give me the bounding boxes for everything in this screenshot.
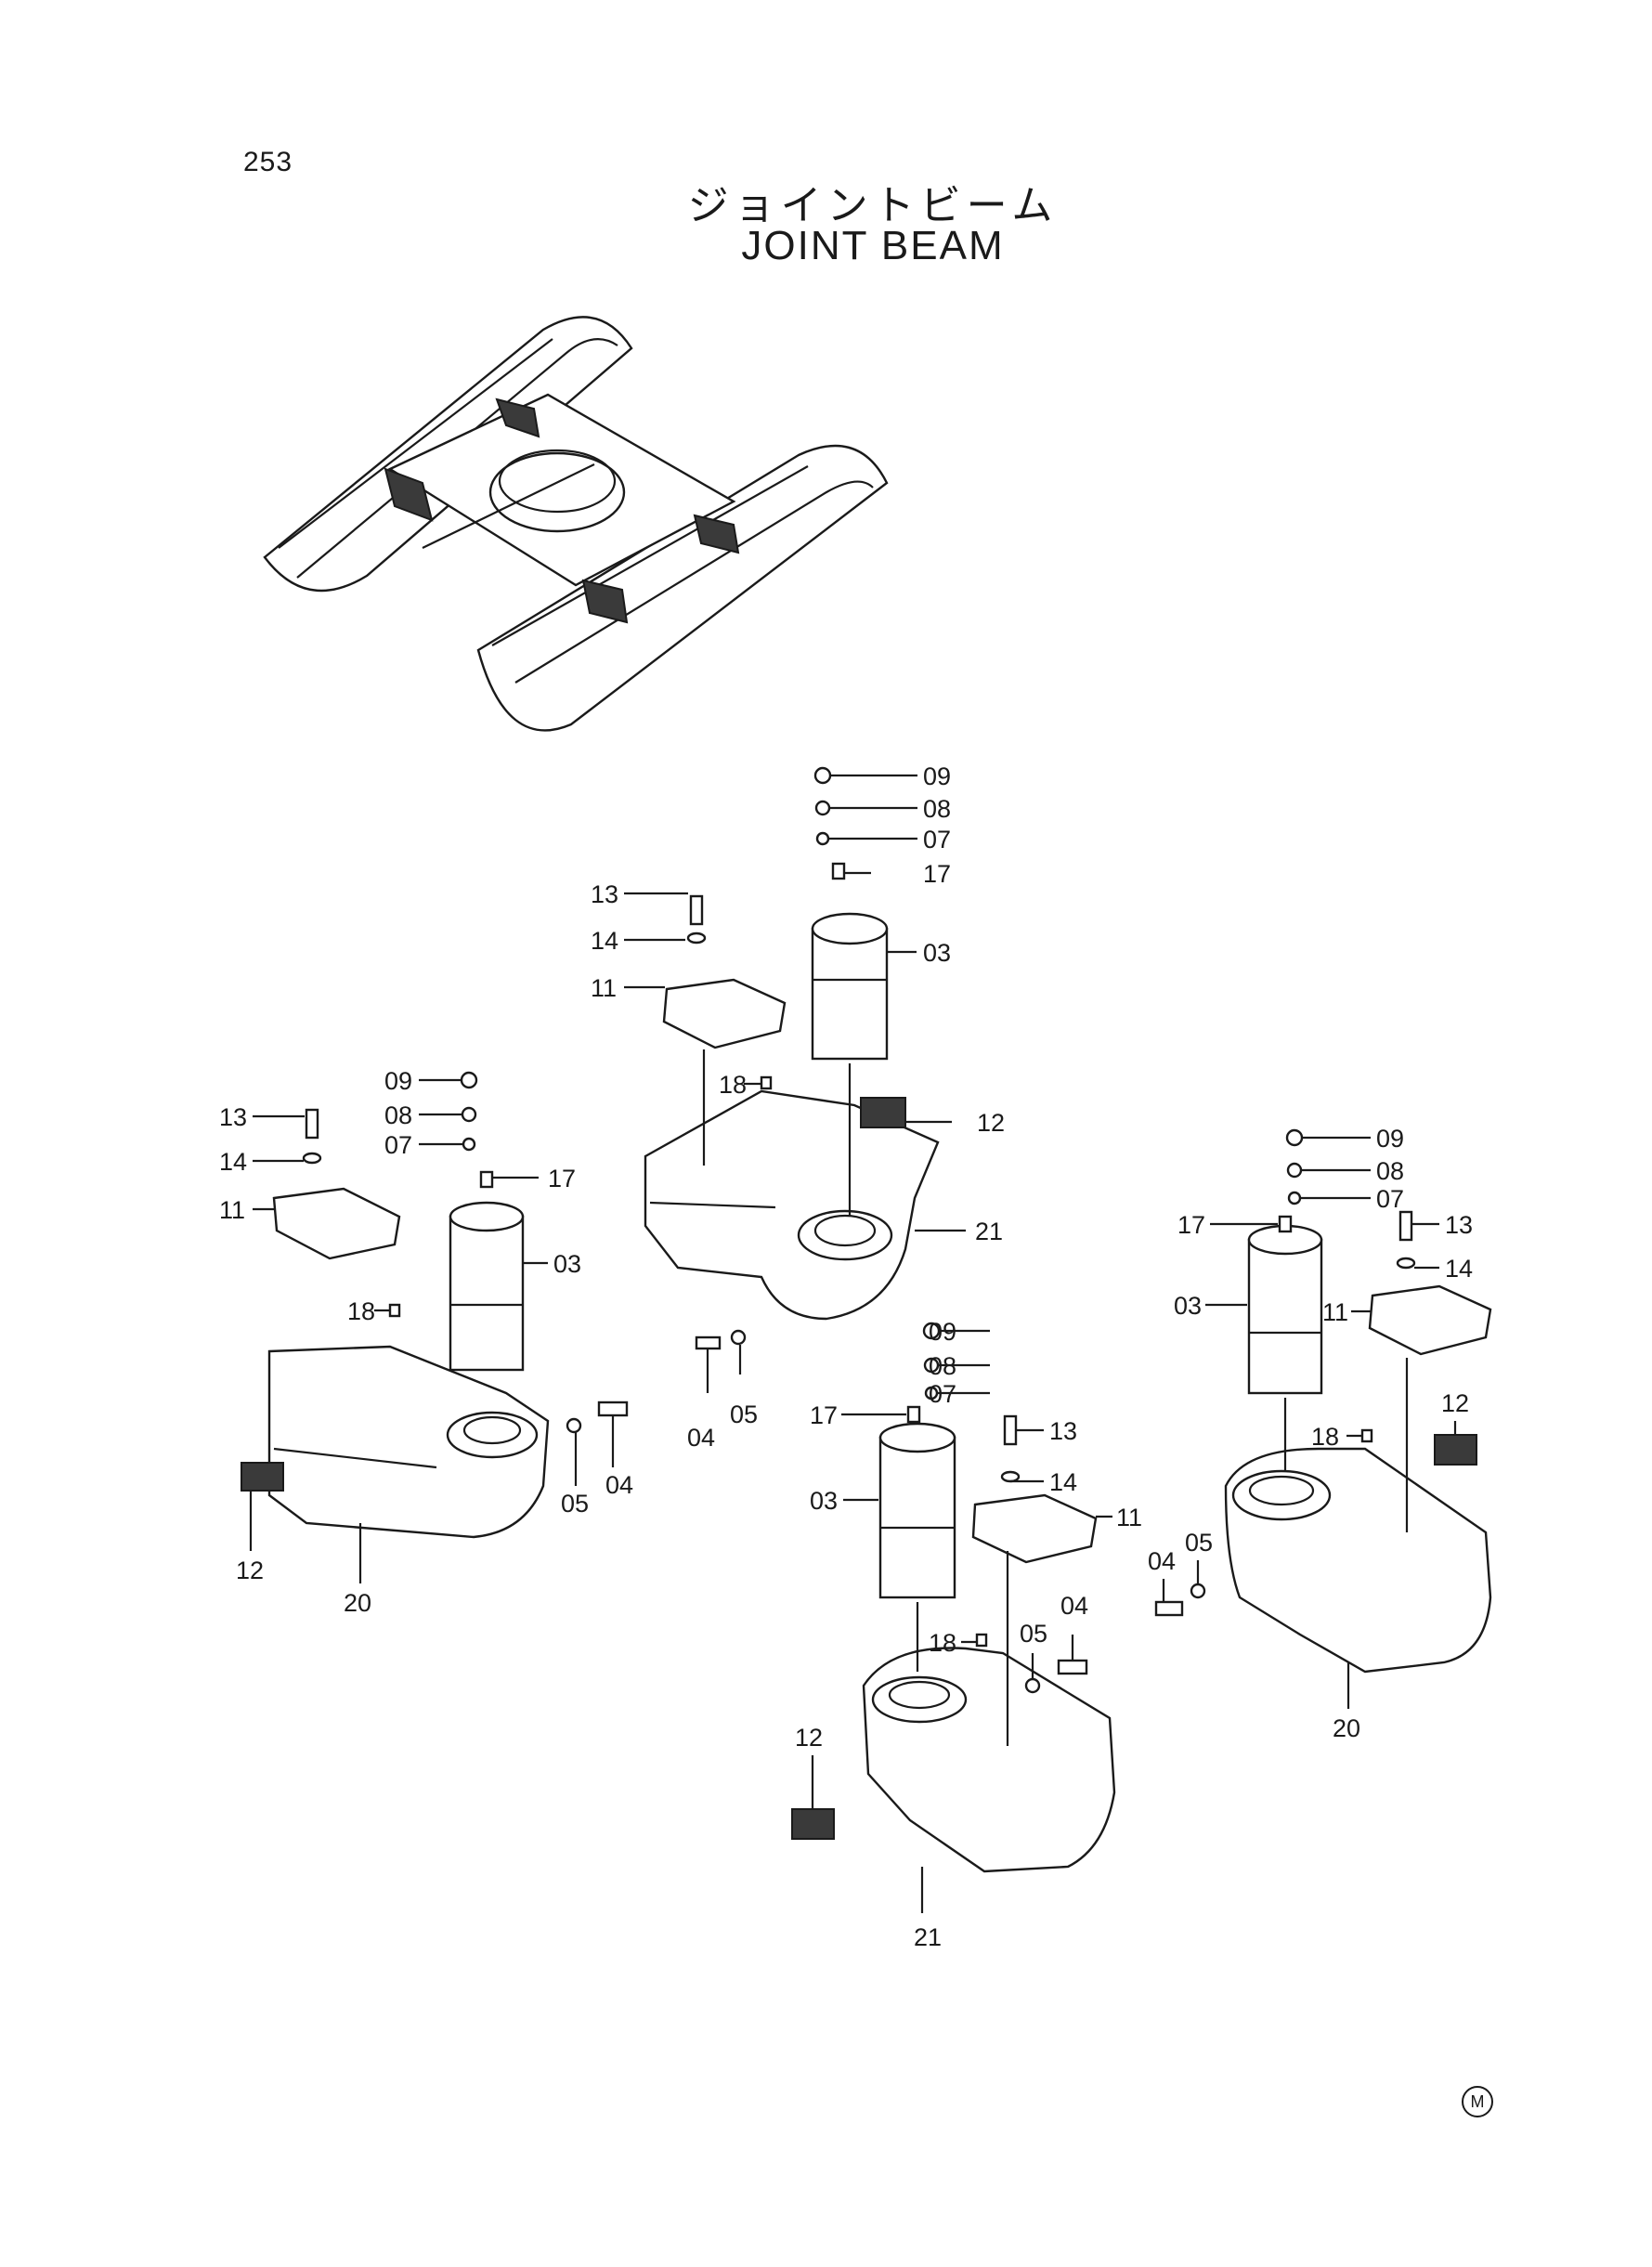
callout-label: 07 bbox=[384, 1131, 412, 1159]
callout-label: 11 bbox=[591, 974, 617, 1002]
callout-label: 18 bbox=[1311, 1423, 1339, 1451]
callout-label: 13 bbox=[1049, 1417, 1077, 1445]
callout-label: 08 bbox=[1376, 1157, 1404, 1185]
joint-beam-assembly-2: 09 08 07 13 14 11 17 03 18 12 20 05 04 bbox=[219, 1067, 633, 1617]
callout-label: 13 bbox=[219, 1103, 247, 1131]
callout-label: 04 bbox=[1148, 1547, 1176, 1575]
callout-label: 05 bbox=[561, 1490, 589, 1518]
undercarriage-overview-illustration bbox=[263, 316, 889, 732]
callout-label: 17 bbox=[1177, 1211, 1205, 1239]
callout-label: 18 bbox=[347, 1297, 375, 1325]
page-title-english: JOINT BEAM bbox=[741, 223, 1005, 268]
callout-label: 11 bbox=[1116, 1504, 1142, 1531]
manufacturer-mark: M bbox=[1462, 2086, 1493, 2117]
callout-label: 07 bbox=[929, 1380, 956, 1408]
callout-label: 09 bbox=[923, 762, 951, 790]
callout-label: 08 bbox=[929, 1352, 956, 1380]
callout-label: 12 bbox=[236, 1557, 264, 1584]
callout-label: 07 bbox=[1376, 1185, 1404, 1213]
callout-label: 18 bbox=[929, 1629, 956, 1657]
callout-label: 11 bbox=[1322, 1298, 1348, 1326]
page-title-japanese: ジョイントビーム bbox=[687, 182, 1059, 229]
callout-label: 12 bbox=[977, 1109, 1005, 1137]
callout-label: 14 bbox=[1049, 1468, 1077, 1496]
callout-label: 03 bbox=[923, 939, 951, 967]
callout-label: 05 bbox=[730, 1401, 758, 1428]
callout-label: 13 bbox=[1445, 1211, 1473, 1239]
callout-label: 08 bbox=[384, 1101, 412, 1129]
callout-label: 20 bbox=[1333, 1714, 1360, 1742]
callout-label: 12 bbox=[1441, 1389, 1469, 1417]
callout-label: 04 bbox=[605, 1471, 633, 1499]
callout-label: 17 bbox=[548, 1165, 576, 1192]
callout-label: 03 bbox=[553, 1250, 581, 1278]
callout-label: 03 bbox=[1174, 1292, 1202, 1320]
callout-label: 09 bbox=[384, 1067, 412, 1095]
joint-beam-assembly-4: 09 08 07 17 03 13 14 11 12 18 04 05 20 bbox=[1148, 1125, 1492, 1742]
callout-label: 20 bbox=[344, 1589, 371, 1617]
callout-label: 04 bbox=[1060, 1592, 1088, 1620]
joint-beam-assembly-1: 09 08 07 17 13 14 11 03 18 12 21 04 05 bbox=[591, 762, 1005, 1452]
callout-label: 05 bbox=[1185, 1529, 1213, 1557]
callout-label: 07 bbox=[923, 826, 951, 853]
callout-label: 09 bbox=[1376, 1125, 1404, 1153]
callout-label: 08 bbox=[923, 795, 951, 823]
joint-beam-assembly-3: 09 08 07 17 03 13 14 11 18 12 21 05 04 bbox=[791, 1318, 1142, 1951]
callout-label: 14 bbox=[1445, 1255, 1473, 1283]
callout-label: 12 bbox=[795, 1724, 823, 1752]
callout-label: 21 bbox=[914, 1923, 942, 1951]
callout-label: 14 bbox=[591, 927, 618, 955]
callout-label: 05 bbox=[1020, 1620, 1047, 1648]
callout-label: 18 bbox=[719, 1071, 747, 1099]
callout-label: 11 bbox=[219, 1196, 245, 1224]
callout-label: 21 bbox=[975, 1218, 1003, 1245]
callout-label: 09 bbox=[929, 1318, 956, 1346]
callout-label: 14 bbox=[219, 1148, 247, 1176]
callout-label: 17 bbox=[810, 1401, 838, 1429]
page-number: 253 bbox=[243, 147, 293, 177]
callout-label: 13 bbox=[591, 880, 618, 908]
callout-label: 17 bbox=[923, 860, 951, 888]
callout-label: 04 bbox=[687, 1424, 715, 1452]
callout-label: 03 bbox=[810, 1487, 838, 1515]
